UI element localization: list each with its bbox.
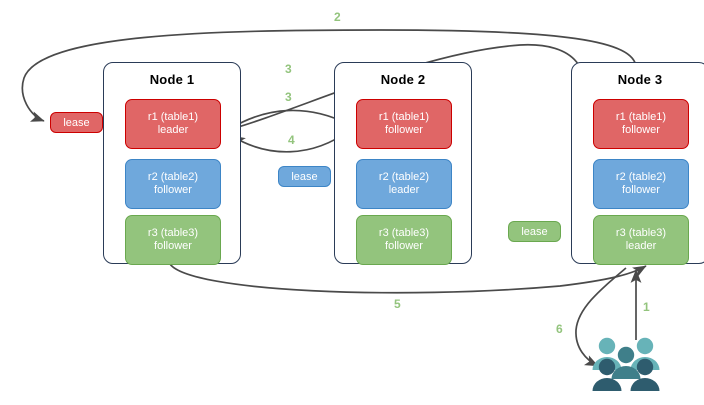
- lease-label: lease: [521, 225, 548, 238]
- users-group-icon: [590, 336, 662, 392]
- replica-n3r3[interactable]: r3 (table3) leader: [593, 215, 689, 265]
- node-title: Node 1: [149, 72, 195, 87]
- edge-label-1: 1: [643, 300, 650, 314]
- replica-n2r3[interactable]: r3 (table3) follower: [356, 215, 452, 265]
- edge-3-lower-path: [227, 109, 349, 131]
- replica-role: leader: [157, 124, 189, 136]
- edge-5-path: [169, 263, 647, 294]
- edge-label-3b: 3: [285, 90, 292, 104]
- replica-n2r1[interactable]: r1 (table1) follower: [356, 99, 452, 149]
- lease-label: lease: [291, 170, 318, 183]
- replica-role: follower: [385, 124, 423, 136]
- replica-n2r2[interactable]: r2 (table2) leader: [356, 159, 452, 209]
- edge-label-3a: 3: [285, 62, 292, 76]
- node-title: Node 2: [380, 72, 426, 87]
- replica-name: r1 (table1): [147, 110, 199, 123]
- edge-label-4: 4: [288, 133, 295, 147]
- replica-n3r1[interactable]: r1 (table1) follower: [593, 99, 689, 149]
- replica-name: r3 (table3): [615, 226, 667, 239]
- edge-label-5: 5: [394, 297, 401, 311]
- replica-n1r1[interactable]: r1 (table1) leader: [125, 99, 221, 149]
- replica-name: r1 (table1): [378, 110, 430, 123]
- lease-badge-table2[interactable]: lease: [278, 166, 331, 187]
- replica-n3r2[interactable]: r2 (table2) follower: [593, 159, 689, 209]
- replica-role: follower: [622, 124, 660, 136]
- replica-name: r2 (table2): [378, 170, 430, 183]
- replica-n1r3[interactable]: r3 (table3) follower: [125, 215, 221, 265]
- replica-name: r1 (table1): [615, 110, 667, 123]
- edge-label-6: 6: [556, 322, 563, 336]
- edge-label-2: 2: [334, 10, 341, 24]
- lease-label: lease: [63, 116, 90, 129]
- node-title: Node 3: [617, 72, 663, 87]
- replica-name: r3 (table3): [147, 226, 199, 239]
- replica-role: follower: [622, 184, 660, 196]
- replica-role: follower: [154, 184, 192, 196]
- node-container-node2[interactable]: Node 2 r1 (table1) follower r2 (table2) …: [334, 62, 472, 265]
- replica-role: follower: [385, 240, 423, 252]
- replica-role: follower: [154, 240, 192, 252]
- replica-n1r2[interactable]: r2 (table2) follower: [125, 159, 221, 209]
- lease-badge-table1[interactable]: lease: [50, 112, 103, 133]
- replica-role: leader: [625, 240, 657, 252]
- node-container-node1[interactable]: Node 1 r1 (table1) leader r2 (table2) fo…: [103, 62, 241, 265]
- node-container-node3[interactable]: Node 3 r1 (table1) follower r2 (table2) …: [571, 62, 704, 265]
- lease-badge-table3[interactable]: lease: [508, 221, 561, 242]
- replica-name: r2 (table2): [615, 170, 667, 183]
- replica-name: r2 (table2): [147, 170, 199, 183]
- replica-role: leader: [388, 184, 420, 196]
- users-icon-svg: [592, 337, 660, 391]
- replica-name: r3 (table3): [378, 226, 430, 239]
